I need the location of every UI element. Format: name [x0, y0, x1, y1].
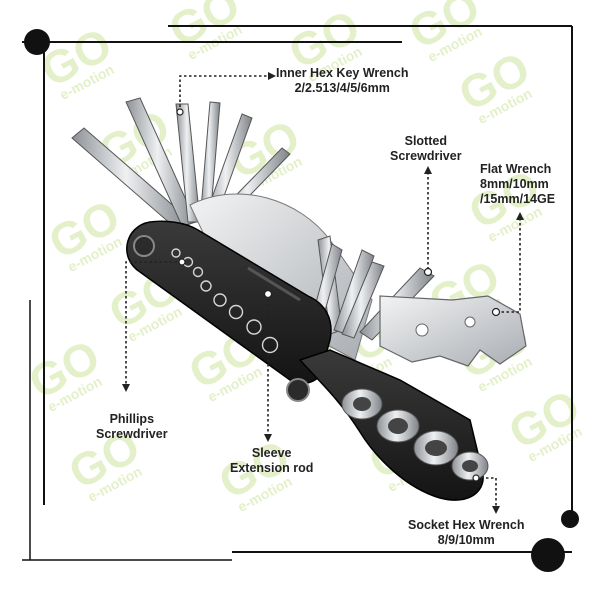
- watermark-logo: GOe-motion: [500, 379, 588, 465]
- label-socket-hex-wrench: Socket Hex Wrench 8/9/10mm: [408, 518, 524, 548]
- watermark-logo: GOe-motion: [400, 0, 488, 65]
- label-socket-sizes: 8/9/10mm: [437, 533, 495, 547]
- label-slotted-screwdriver: Slotted Screwdriver: [390, 134, 462, 164]
- callout-arrowheads: [122, 72, 524, 514]
- sleeve-slot: [247, 266, 301, 302]
- size-markings: [171, 248, 279, 354]
- label-inner-hex-sizes: 2/2.513/4/5/6mm: [294, 81, 390, 95]
- label-phillips-title: Phillips: [109, 412, 155, 426]
- label-inner-hex-title: Inner Hex Key Wrench: [276, 66, 409, 80]
- label-flat-wrench-sizes-2: /15mm/14GE: [480, 192, 556, 206]
- label-phillips-screwdriver: Phillips Screwdriver: [96, 412, 168, 442]
- label-socket-title: Socket Hex Wrench: [408, 518, 525, 532]
- watermark-logo: GOe-motion: [20, 329, 108, 415]
- label-sleeve-title: Sleeve: [251, 446, 292, 460]
- watermark-logo: GOe-motion: [450, 41, 538, 127]
- pivot-bolt: [286, 378, 310, 402]
- flat-wrench-hole: [464, 316, 476, 328]
- label-flat-wrench-title: Flat Wrench: [480, 162, 552, 176]
- label-slotted-subtitle: Screwdriver: [390, 149, 462, 163]
- label-flat-wrench: Flat Wrench 8mm/10mm /15mm/14GE: [480, 162, 555, 207]
- hex-sockets: [341, 388, 489, 481]
- label-phillips-subtitle: Screwdriver: [96, 427, 168, 441]
- label-sleeve-extension-rod: Sleeve Extension rod: [230, 446, 313, 476]
- screwdriver-bits: [307, 235, 435, 341]
- label-slotted-title: Slotted: [404, 134, 447, 148]
- label-flat-wrench-sizes-1: 8mm/10mm: [480, 177, 549, 191]
- frame-dot-right: [561, 510, 579, 528]
- watermark-logo: GOe-motion: [32, 17, 120, 103]
- pivot-bolt: [133, 235, 155, 257]
- flat-wrench: [379, 295, 527, 367]
- flat-wrench-hole: [415, 323, 429, 337]
- label-sleeve-subtitle: Extension rod: [230, 461, 314, 475]
- frame-dot-bottom: [531, 538, 565, 572]
- callout-lines: [125, 75, 521, 508]
- frame-dot-top-left: [24, 29, 50, 55]
- watermark-logo: GOe-motion: [40, 189, 128, 275]
- label-inner-hex-key-wrench: Inner Hex Key Wrench 2/2.513/4/5/6mm: [276, 66, 408, 96]
- decorative-frame: [22, 25, 573, 561]
- watermark-logo: GOe-motion: [160, 0, 248, 63]
- callout-anchors: [176, 108, 501, 482]
